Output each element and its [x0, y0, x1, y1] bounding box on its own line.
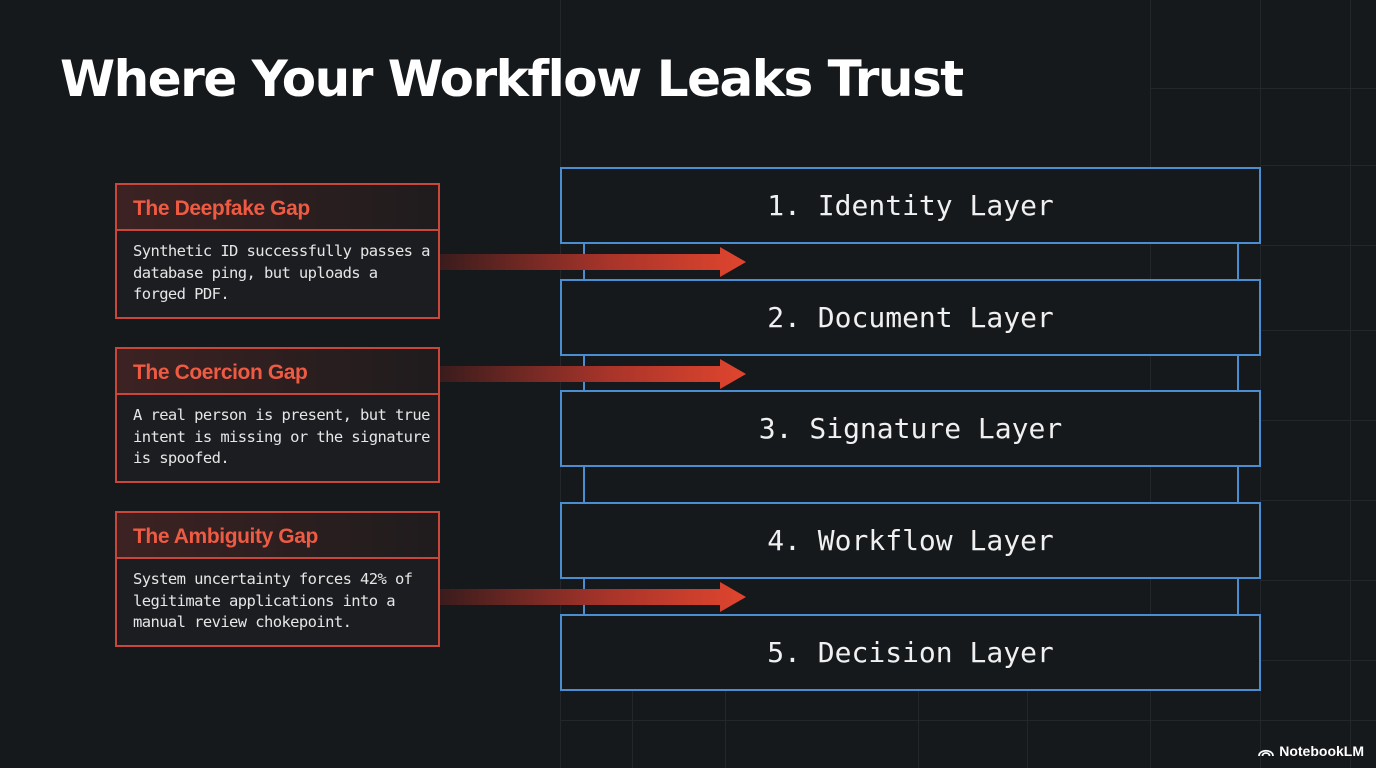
brand-label: NotebookLM: [1279, 743, 1364, 759]
gap-description: System uncertainty forces 42% of legitim…: [133, 570, 413, 631]
layer-workflow: 4. Workflow Layer: [560, 502, 1261, 579]
gap-description: A real person is present, but true inten…: [133, 406, 430, 467]
layer-label: 1. Identity Layer: [767, 189, 1054, 222]
gap-title: The Ambiguity Gap: [117, 513, 438, 559]
layer-label: 4. Workflow Layer: [767, 524, 1054, 557]
arrow-right-icon: [440, 582, 746, 612]
layer-signature: 3. Signature Layer: [560, 390, 1261, 467]
gap-title: The Deepfake Gap: [117, 185, 438, 231]
gap-card-deepfake: The Deepfake Gap Synthetic ID successful…: [115, 183, 440, 319]
layer-label: 3. Signature Layer: [758, 412, 1063, 445]
gap-description: Synthetic ID successfully passes a datab…: [133, 242, 430, 303]
layer-label: 2. Document Layer: [767, 301, 1054, 334]
arrow-right-icon: [440, 247, 746, 277]
notebooklm-logo-icon: [1258, 749, 1275, 757]
layer-label: 5. Decision Layer: [767, 636, 1054, 669]
slide-title: Where Your Workflow Leaks Trust: [60, 50, 964, 108]
notebooklm-watermark: NotebookLM: [1258, 743, 1364, 759]
layer-identity: 1. Identity Layer: [560, 167, 1261, 244]
gap-title: The Coercion Gap: [117, 349, 438, 395]
gap-card-ambiguity: The Ambiguity Gap System uncertainty for…: [115, 511, 440, 647]
arrow-right-icon: [440, 359, 746, 389]
layer-decision: 5. Decision Layer: [560, 614, 1261, 691]
layer-document: 2. Document Layer: [560, 279, 1261, 356]
gap-card-coercion: The Coercion Gap A real person is presen…: [115, 347, 440, 483]
